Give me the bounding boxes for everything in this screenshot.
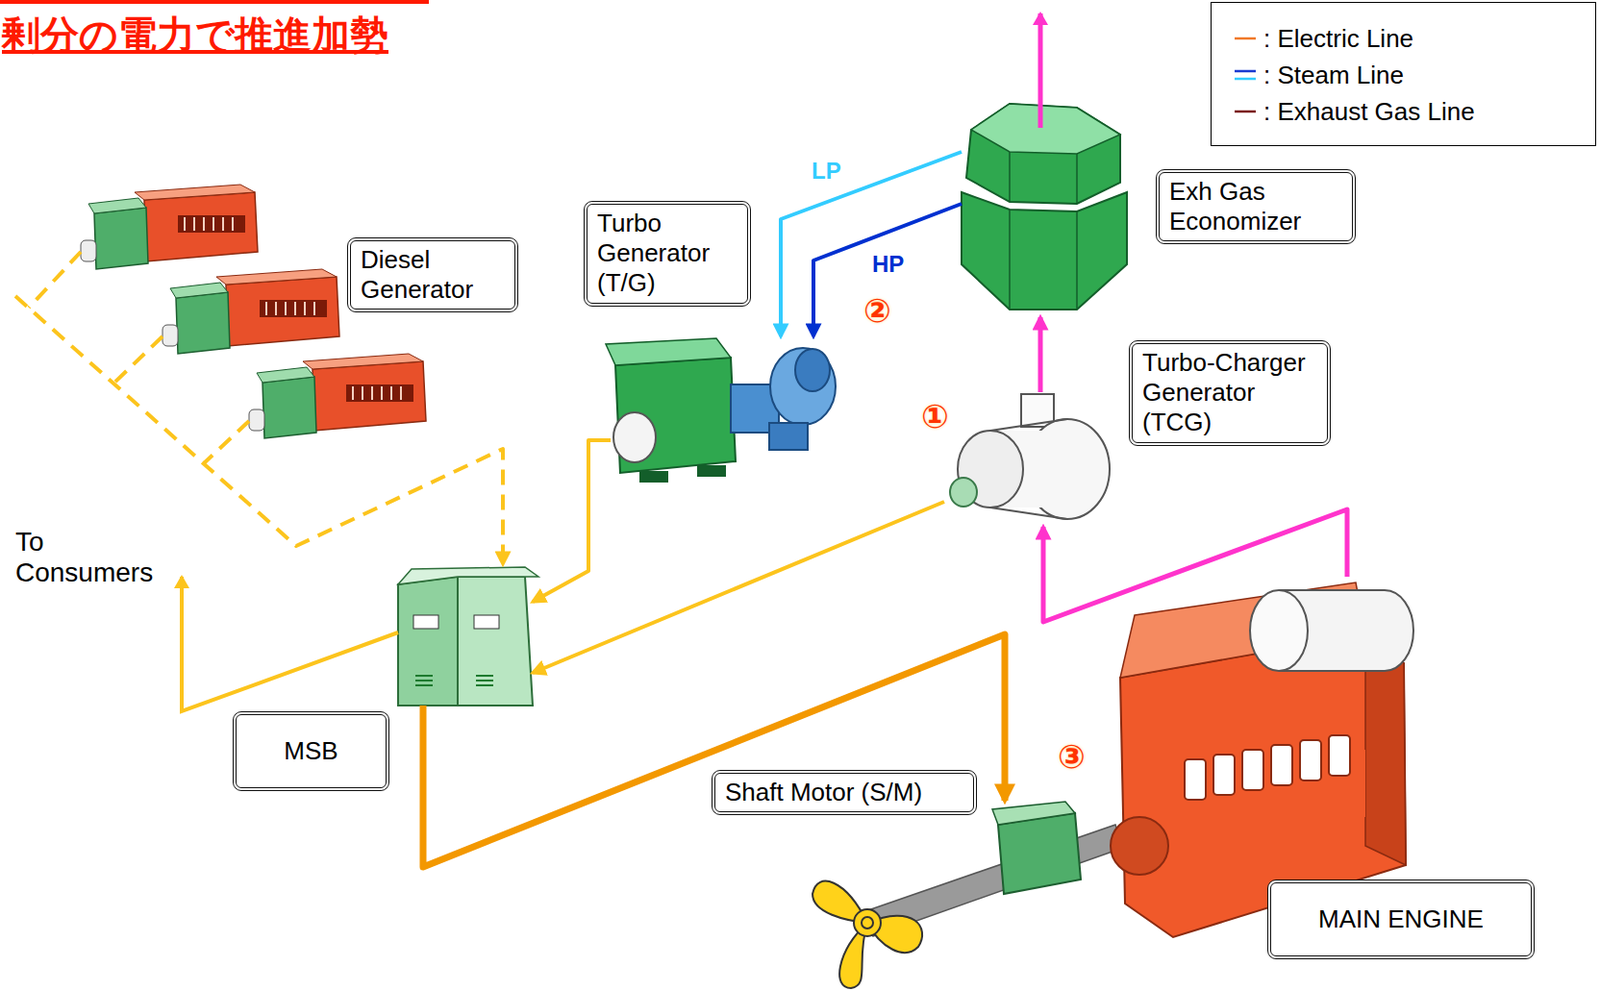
callout-number: ①: [921, 400, 950, 433]
label-box: Diesel Generator: [347, 237, 519, 313]
title: 剰分の電力で推進加勢: [1, 11, 389, 58]
callout-number: ③: [1057, 740, 1086, 774]
connector: [813, 203, 962, 337]
legend-box: : Electric Line: Steam Line: Exhaust Gas…: [1210, 1, 1597, 147]
connector: [1038, 317, 1044, 393]
node-label: Diesel Generator: [360, 245, 505, 305]
consumer-label: To Consumers: [15, 526, 160, 589]
node-label: Turbo Generator (T/G): [597, 208, 738, 300]
connector: [780, 151, 962, 337]
connector: [423, 634, 1005, 868]
legend-sample: [1232, 95, 1260, 128]
steam-pressure-label: HP: [870, 251, 906, 277]
legend-sample: [1232, 22, 1260, 55]
legend-sample: [1232, 58, 1260, 92]
equipment-node: Diesel Generator: [15, 182, 410, 452]
legend-text: : Electric Line: [1263, 22, 1414, 55]
node-label: Shaft Motor (S/M): [725, 777, 964, 808]
node-label: MAIN ENGINE: [1280, 904, 1522, 935]
callout-number: ②: [863, 294, 892, 327]
label-box: MSB: [232, 711, 390, 792]
node-label: Exh Gas Economizer: [1169, 176, 1343, 237]
equipment-node: MAIN ENGINE: [1112, 576, 1419, 954]
legend-text: : Steam Line: [1263, 58, 1404, 92]
label-box: Turbo Generator (T/G): [583, 200, 751, 307]
label-box: Shaft Motor (S/M): [711, 770, 977, 816]
legend-text: : Exhaust Gas Line: [1263, 95, 1475, 128]
connector: [15, 296, 503, 565]
connector: [532, 501, 945, 674]
node-label: MSB: [246, 736, 376, 767]
equipment-node: Exh Gas Economizer: [961, 91, 1128, 318]
label-box: Exh Gas Economizer: [1155, 169, 1356, 245]
equipment-node: MSB: [398, 564, 533, 706]
label-box: Turbo-Charger Generator (TCG): [1128, 340, 1331, 447]
equipment-node: Turbo-Charger Generator (TCG): [944, 392, 1113, 527]
node-label: Turbo-Charger Generator (TCG): [1142, 348, 1318, 439]
equipment-node: Shaft Motor (S/M): [995, 800, 1087, 898]
connector: [532, 440, 611, 602]
equipment-node: Turbo Generator (T/G): [610, 336, 837, 481]
label-box: MAIN ENGINE: [1267, 879, 1535, 960]
connector: [1043, 509, 1348, 623]
steam-pressure-label: LP: [809, 158, 844, 184]
